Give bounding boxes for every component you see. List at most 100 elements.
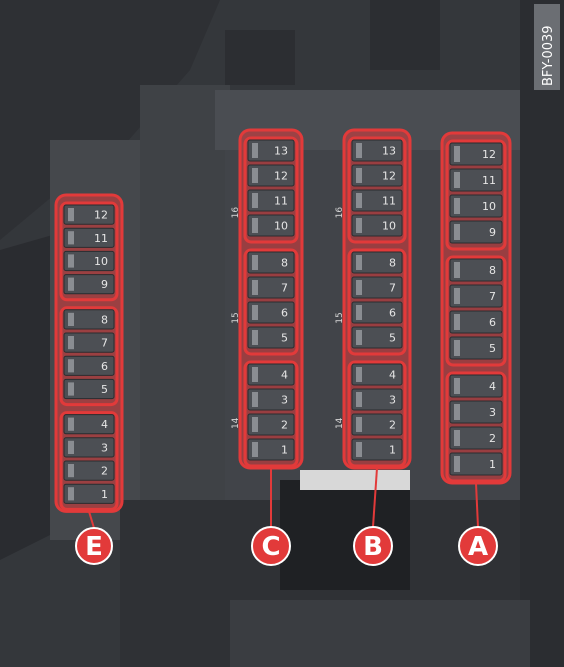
fuse-contact [454,340,460,356]
fuse [449,258,503,282]
fuse-number: 6 [389,307,396,320]
fuse [449,374,503,398]
fuse-number: 4 [281,369,288,382]
fuse-number: 7 [101,337,108,350]
fuse-contact [68,231,74,245]
fuse-group-outline [59,411,119,511]
fuse [63,204,115,225]
fuse-contact [68,487,74,501]
callout-circle [251,526,291,566]
fuse-number: 9 [489,226,496,239]
fuse-contact [68,417,74,431]
fuse-number: 8 [281,257,288,270]
fuse-contact [454,456,460,472]
fuse-number: 10 [274,220,288,233]
fuse [449,220,503,244]
fuse-contact [454,288,460,304]
fuse-number: 3 [389,394,396,407]
fuse [247,388,295,411]
fuse-contact [252,442,258,457]
fuse [351,214,403,237]
fuse-contact [356,417,362,432]
fuse-number: 11 [94,232,108,245]
fuse [247,139,295,162]
fuse-contact [454,172,460,188]
fuse [351,164,403,187]
fuse-group-outline [243,248,299,356]
fuse [351,438,403,461]
fuse-contact [356,193,362,208]
fuse [247,276,295,299]
fuse-contact [68,312,74,326]
fuse [351,326,403,349]
fuse-contact [356,218,362,233]
fuse-contact [356,305,362,320]
fuse-number: 6 [489,316,496,329]
fuse [63,250,115,272]
slot-label: 16 [335,207,345,219]
fuse-number: 2 [389,419,396,432]
fuse-contact [356,367,362,382]
fuse-contact [356,168,362,183]
fuse-contact [454,378,460,394]
fuse-number: 6 [101,360,108,373]
fuse-contact [454,146,460,162]
fuse-contact [252,143,258,158]
fuse [247,214,295,237]
fuse [63,332,115,353]
fuse [449,400,503,424]
fuse-number: 2 [101,465,108,478]
fuse [351,413,403,436]
fuse-number: 4 [101,418,108,431]
fuse [63,355,115,376]
fuse [63,460,115,481]
fuse-group-outline [243,136,299,244]
fuse-number: 2 [281,419,288,432]
fuse-number: 13 [274,145,288,158]
fuse [247,301,295,324]
fuse-contact [454,404,460,420]
fuse-number: 1 [489,458,496,471]
fuse-number: 12 [482,148,496,161]
fuse-number: 4 [489,380,496,393]
fuse-number: 7 [489,290,496,303]
fuse [63,274,115,295]
callout-leader [372,467,378,528]
fuse-contact [454,314,460,330]
callout-b: B [353,526,393,566]
callout-c: C [251,526,291,566]
fuse-contact [252,330,258,345]
fuse-contact [454,430,460,446]
fuse-contact [68,464,74,478]
fuse-number: 8 [489,264,496,277]
fuse-contact [252,168,258,183]
fuse [449,194,503,218]
slot-label: 14 [231,417,241,429]
fuse-group-outline [347,360,407,468]
fuse-contact [68,440,74,454]
fuse-number: 5 [281,332,288,345]
fuse-number: 9 [101,278,108,291]
fuse-contact [356,330,362,345]
fuse [247,413,295,436]
fuse-group-outline [445,371,507,483]
fuse [247,326,295,349]
fuse [247,164,295,187]
fuse-contact [356,255,362,270]
fuse [63,414,115,435]
fuse-number: 8 [389,257,396,270]
fuse-number: 1 [101,488,108,501]
fuse-contact [252,417,258,432]
fuse-contact [68,254,74,268]
fuse-contact [252,255,258,270]
fuse-number: 1 [281,444,288,457]
fuse-contact [68,359,74,373]
fuse [351,301,403,324]
fuse [449,452,503,476]
slot-label: 15 [335,312,345,323]
fuse [351,139,403,162]
fuse-contact [454,262,460,278]
callout-a: A [458,526,498,566]
fuse [247,438,295,461]
